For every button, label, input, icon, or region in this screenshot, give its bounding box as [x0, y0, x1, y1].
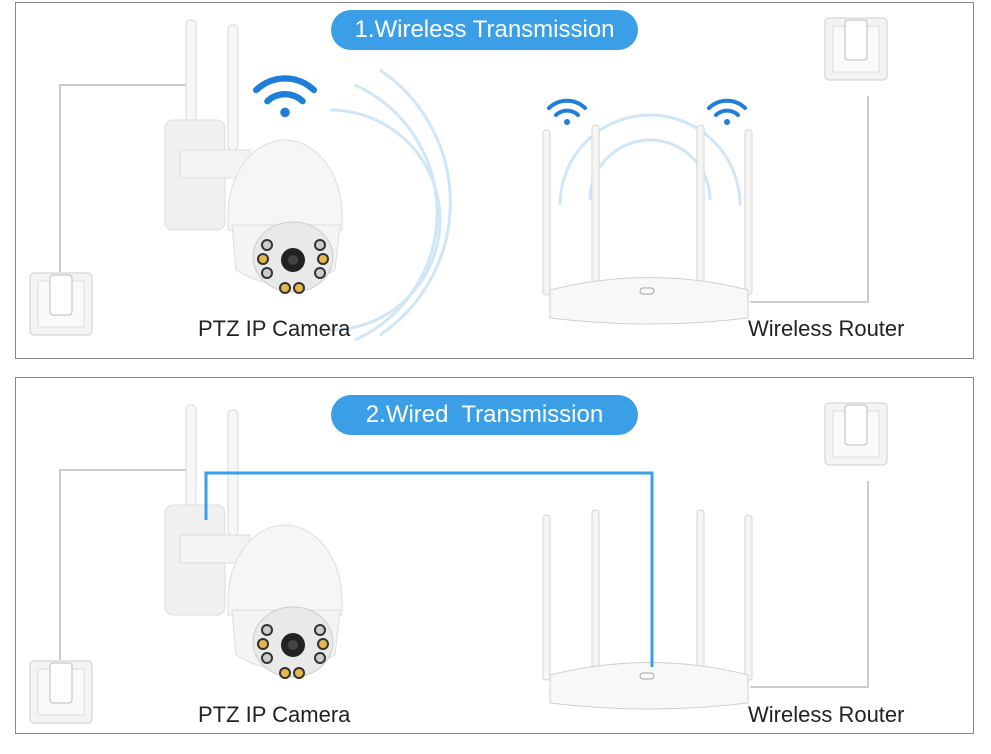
- router-label: Wireless Router: [748, 316, 905, 341]
- camera-power-cable: [59, 84, 188, 272]
- power-socket-icon: [29, 660, 93, 724]
- wifi-icon: [256, 78, 314, 117]
- ethernet-cable: [204, 471, 654, 667]
- wireless-diagram: [29, 17, 888, 342]
- wifi-icon: [547, 98, 587, 127]
- camera-power-cable: [59, 469, 188, 660]
- ptz-camera-image: [164, 404, 343, 679]
- router-power-cable: [750, 96, 869, 303]
- wired-transmission-panel: [15, 377, 974, 734]
- wireless-transmission-title: 1.Wireless Transmission: [331, 10, 638, 50]
- power-socket-icon: [29, 272, 93, 336]
- camera-label: PTZ IP Camera: [198, 702, 351, 727]
- wireless-transmission-panel: [15, 2, 974, 359]
- router-label: Wireless Router: [748, 702, 905, 727]
- wired-diagram: [29, 402, 888, 724]
- power-socket-icon: [824, 402, 888, 466]
- camera-label: PTZ IP Camera: [198, 316, 351, 341]
- router-image: [542, 509, 753, 710]
- ptz-camera-image: [164, 19, 343, 294]
- router-power-cable: [750, 481, 869, 688]
- wired-transmission-title: 2.Wired Transmission: [331, 395, 638, 435]
- wifi-icon: [707, 98, 747, 127]
- power-socket-icon: [824, 17, 888, 81]
